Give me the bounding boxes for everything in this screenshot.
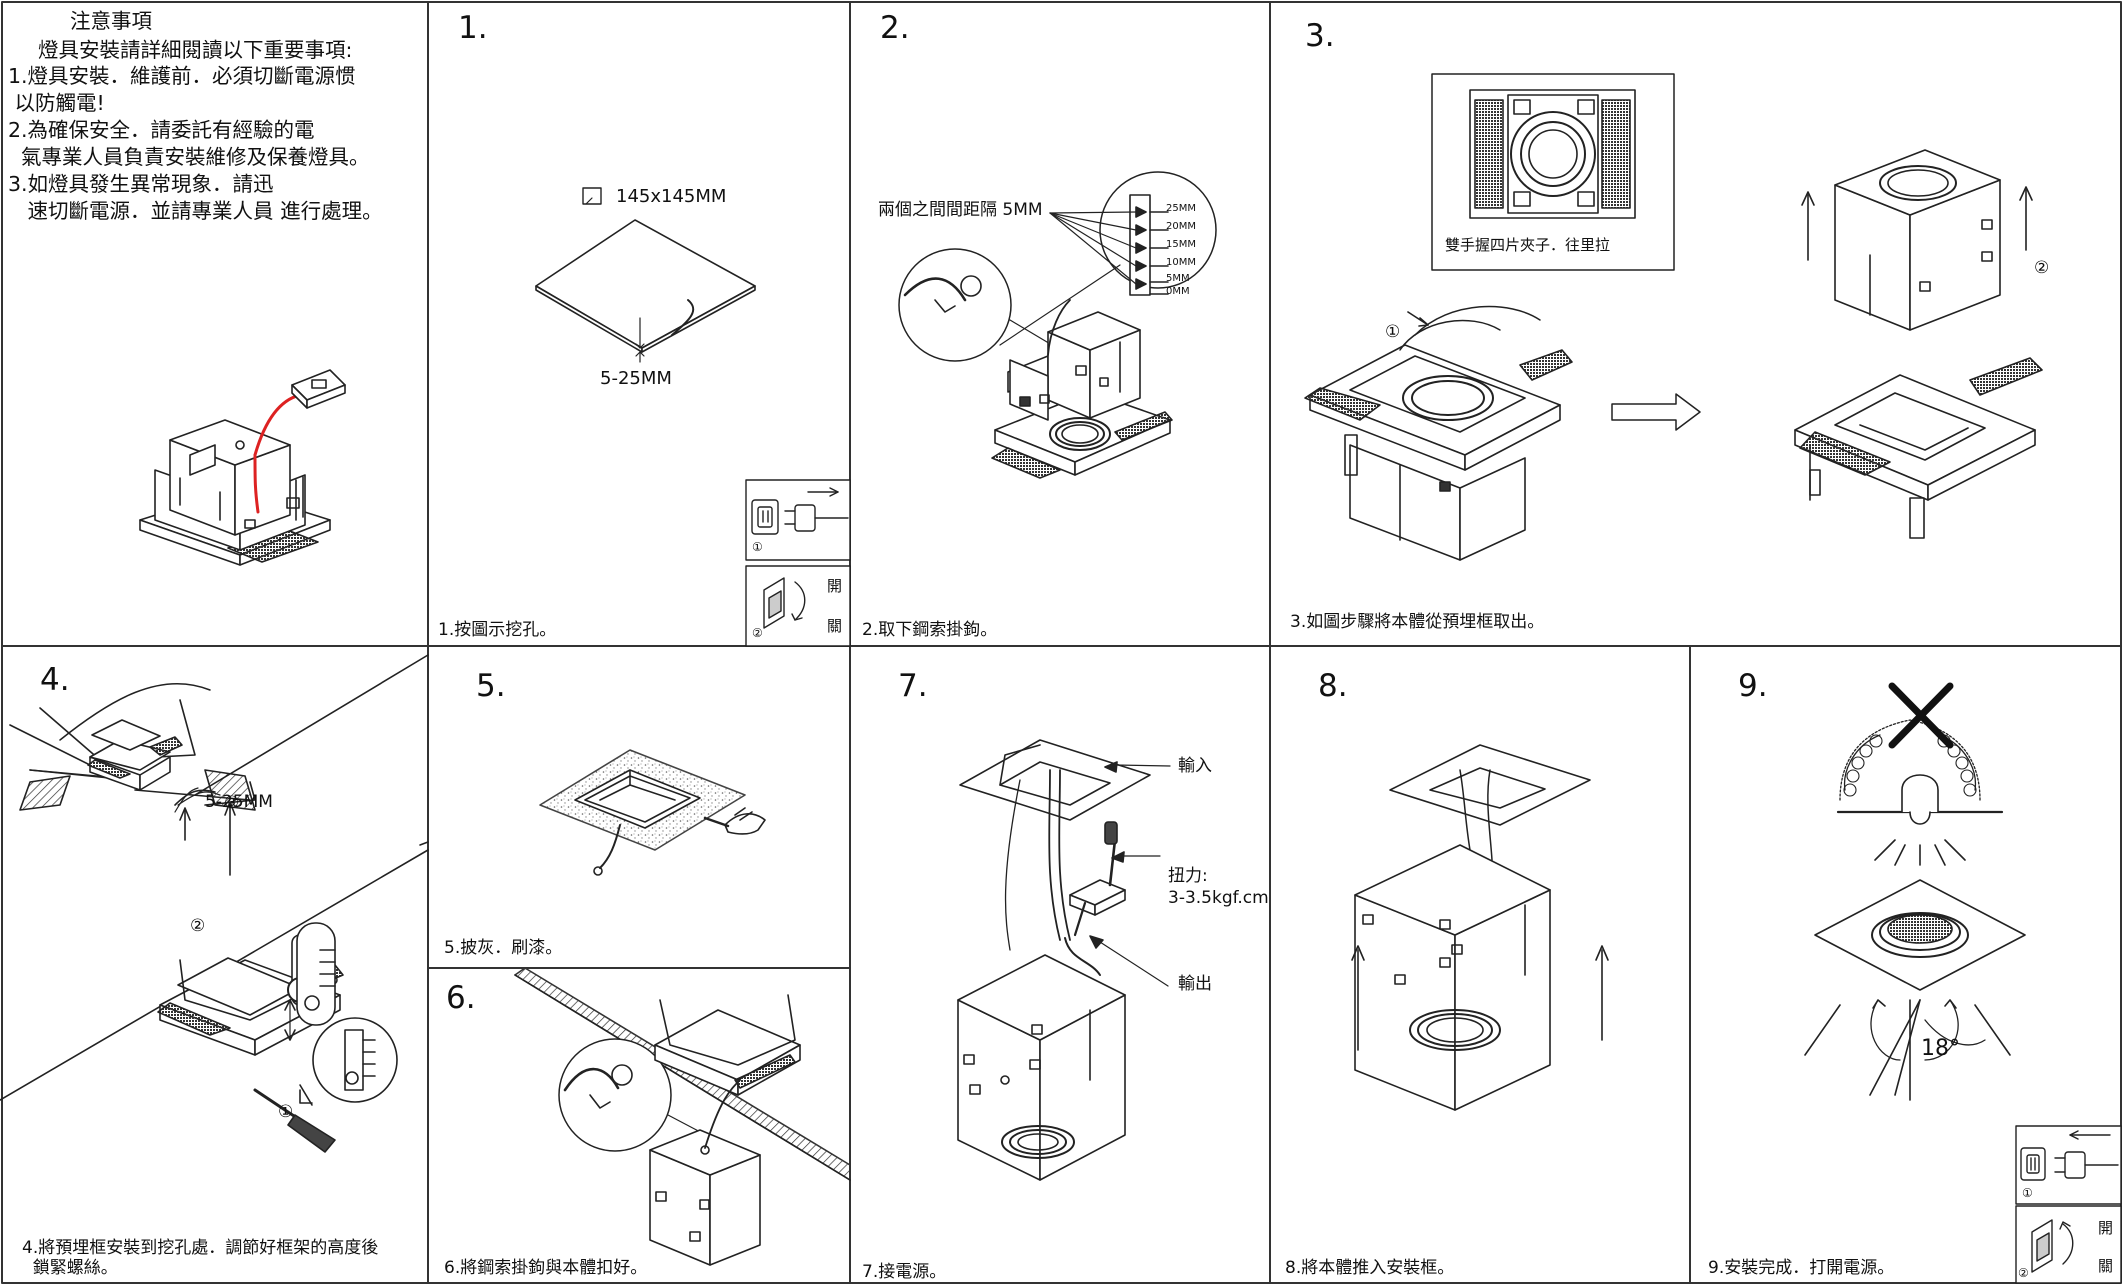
torque-label: 扭力: bbox=[1168, 866, 1208, 886]
torque-value: 3-3.5kgf.cm bbox=[1168, 888, 1269, 908]
step4-drawing bbox=[0, 654, 429, 1153]
switch-off-label: 關 bbox=[2098, 1257, 2114, 1275]
step1-ceiling-drawing bbox=[535, 187, 756, 363]
step7-drawing bbox=[957, 739, 1171, 1181]
circled-step-marker: ② bbox=[190, 916, 206, 936]
tilt-angle-label: 18° bbox=[1921, 1036, 1960, 1061]
scale-mark: 0MM bbox=[1166, 286, 1190, 297]
step-number: 8. bbox=[1318, 668, 1348, 704]
step-number: 5. bbox=[476, 668, 506, 704]
circled-step-marker: ① bbox=[278, 1102, 294, 1122]
step-caption: 2.取下鋼索掛鉤。 bbox=[862, 620, 998, 640]
ceiling-thickness-label: 5-25MM bbox=[600, 368, 672, 389]
output-label: 輸出 bbox=[1178, 974, 1212, 994]
notes-line: 1.燈具安裝．維護前．必須切斷電源惯 bbox=[8, 64, 356, 88]
switch-off-label: 關 bbox=[827, 617, 843, 635]
switch-on-label: 開 bbox=[2098, 1219, 2114, 1237]
notes-line: 2.為確保安全．請委託有經驗的電 bbox=[8, 118, 315, 142]
input-label: 輸入 bbox=[1178, 756, 1212, 776]
step-number: 7. bbox=[898, 668, 928, 704]
pull-note: 雙手握四片夾子．往里拉 bbox=[1445, 236, 1611, 254]
circled-step-marker: ③ bbox=[224, 793, 240, 813]
circled-step-marker: ② bbox=[2034, 258, 2050, 278]
plug-icon bbox=[745, 479, 851, 561]
circled-step-marker: ② bbox=[752, 626, 763, 640]
step-number: 9. bbox=[1738, 668, 1768, 704]
switch-icon bbox=[745, 565, 851, 647]
step-caption: 6.將鋼索掛鉤與本體扣好。 bbox=[444, 1258, 648, 1278]
step9-drawing bbox=[1804, 682, 2026, 1101]
switch-icon bbox=[2015, 1205, 2122, 1284]
step-number: 2. bbox=[880, 10, 910, 46]
step-caption: 5.披灰．刷漆。 bbox=[444, 938, 563, 958]
notes-line: 氣專業人員負責安裝維修及保養燈具。 bbox=[8, 145, 370, 169]
step-caption: 4.將預埋框安裝到挖孔處．調節好框架的高度後 鎖緊螺絲。 bbox=[22, 1238, 379, 1279]
scale-mark: 15MM bbox=[1166, 239, 1196, 250]
step4-frame-thickness-label: 5-25MM bbox=[205, 792, 273, 812]
notes-line: 3.如燈具發生異常現象．請迅 bbox=[8, 172, 274, 196]
plug-icon bbox=[2015, 1125, 2122, 1205]
scale-mark: 20MM bbox=[1166, 221, 1196, 232]
circled-step-marker: ② bbox=[2018, 1266, 2029, 1280]
notes-line: 以防觸電! bbox=[8, 91, 105, 115]
step-number: 4. bbox=[40, 662, 70, 698]
scale-mark: 25MM bbox=[1166, 203, 1196, 214]
step-caption: 1.按圖示挖孔。 bbox=[438, 620, 557, 640]
spacing-note: 兩個之間間距隔 5MM bbox=[878, 200, 1043, 220]
hole-size-label: 145x145MM bbox=[616, 186, 727, 207]
step6-drawing bbox=[514, 967, 851, 1266]
step-caption: 8.將本體推入安裝框。 bbox=[1285, 1258, 1455, 1278]
intro-luminaire-drawing bbox=[139, 369, 346, 566]
step2-drawing bbox=[898, 171, 1217, 479]
switch-on-label: 開 bbox=[827, 577, 843, 595]
step-number: 1. bbox=[458, 10, 488, 46]
step-caption: 9.安裝完成．打開電源。 bbox=[1708, 1258, 1895, 1278]
notes-title: 注意事項 bbox=[70, 9, 152, 33]
notes-line: 速切斷電源．並請專業人員 進行處理。 bbox=[8, 199, 383, 223]
step-caption: 3.如圖步驟將本體從預埋框取出。 bbox=[1290, 612, 1545, 632]
notes-line: 燈具安裝請詳細閱讀以下重要事項: bbox=[38, 38, 353, 62]
scale-mark: 5MM bbox=[1166, 273, 1190, 284]
step5-drawing bbox=[539, 749, 766, 876]
step-number: 3. bbox=[1305, 18, 1335, 54]
circled-step-marker: ① bbox=[752, 540, 763, 554]
circled-step-marker: ① bbox=[1385, 322, 1401, 342]
step3-drawing bbox=[1304, 73, 2043, 561]
circled-step-marker: ① bbox=[2022, 1186, 2033, 1200]
step-caption: 7.接電源。 bbox=[862, 1262, 947, 1282]
scale-mark: 10MM bbox=[1166, 257, 1196, 268]
step-number: 6. bbox=[446, 980, 476, 1016]
step8-drawing bbox=[1351, 744, 1609, 1111]
